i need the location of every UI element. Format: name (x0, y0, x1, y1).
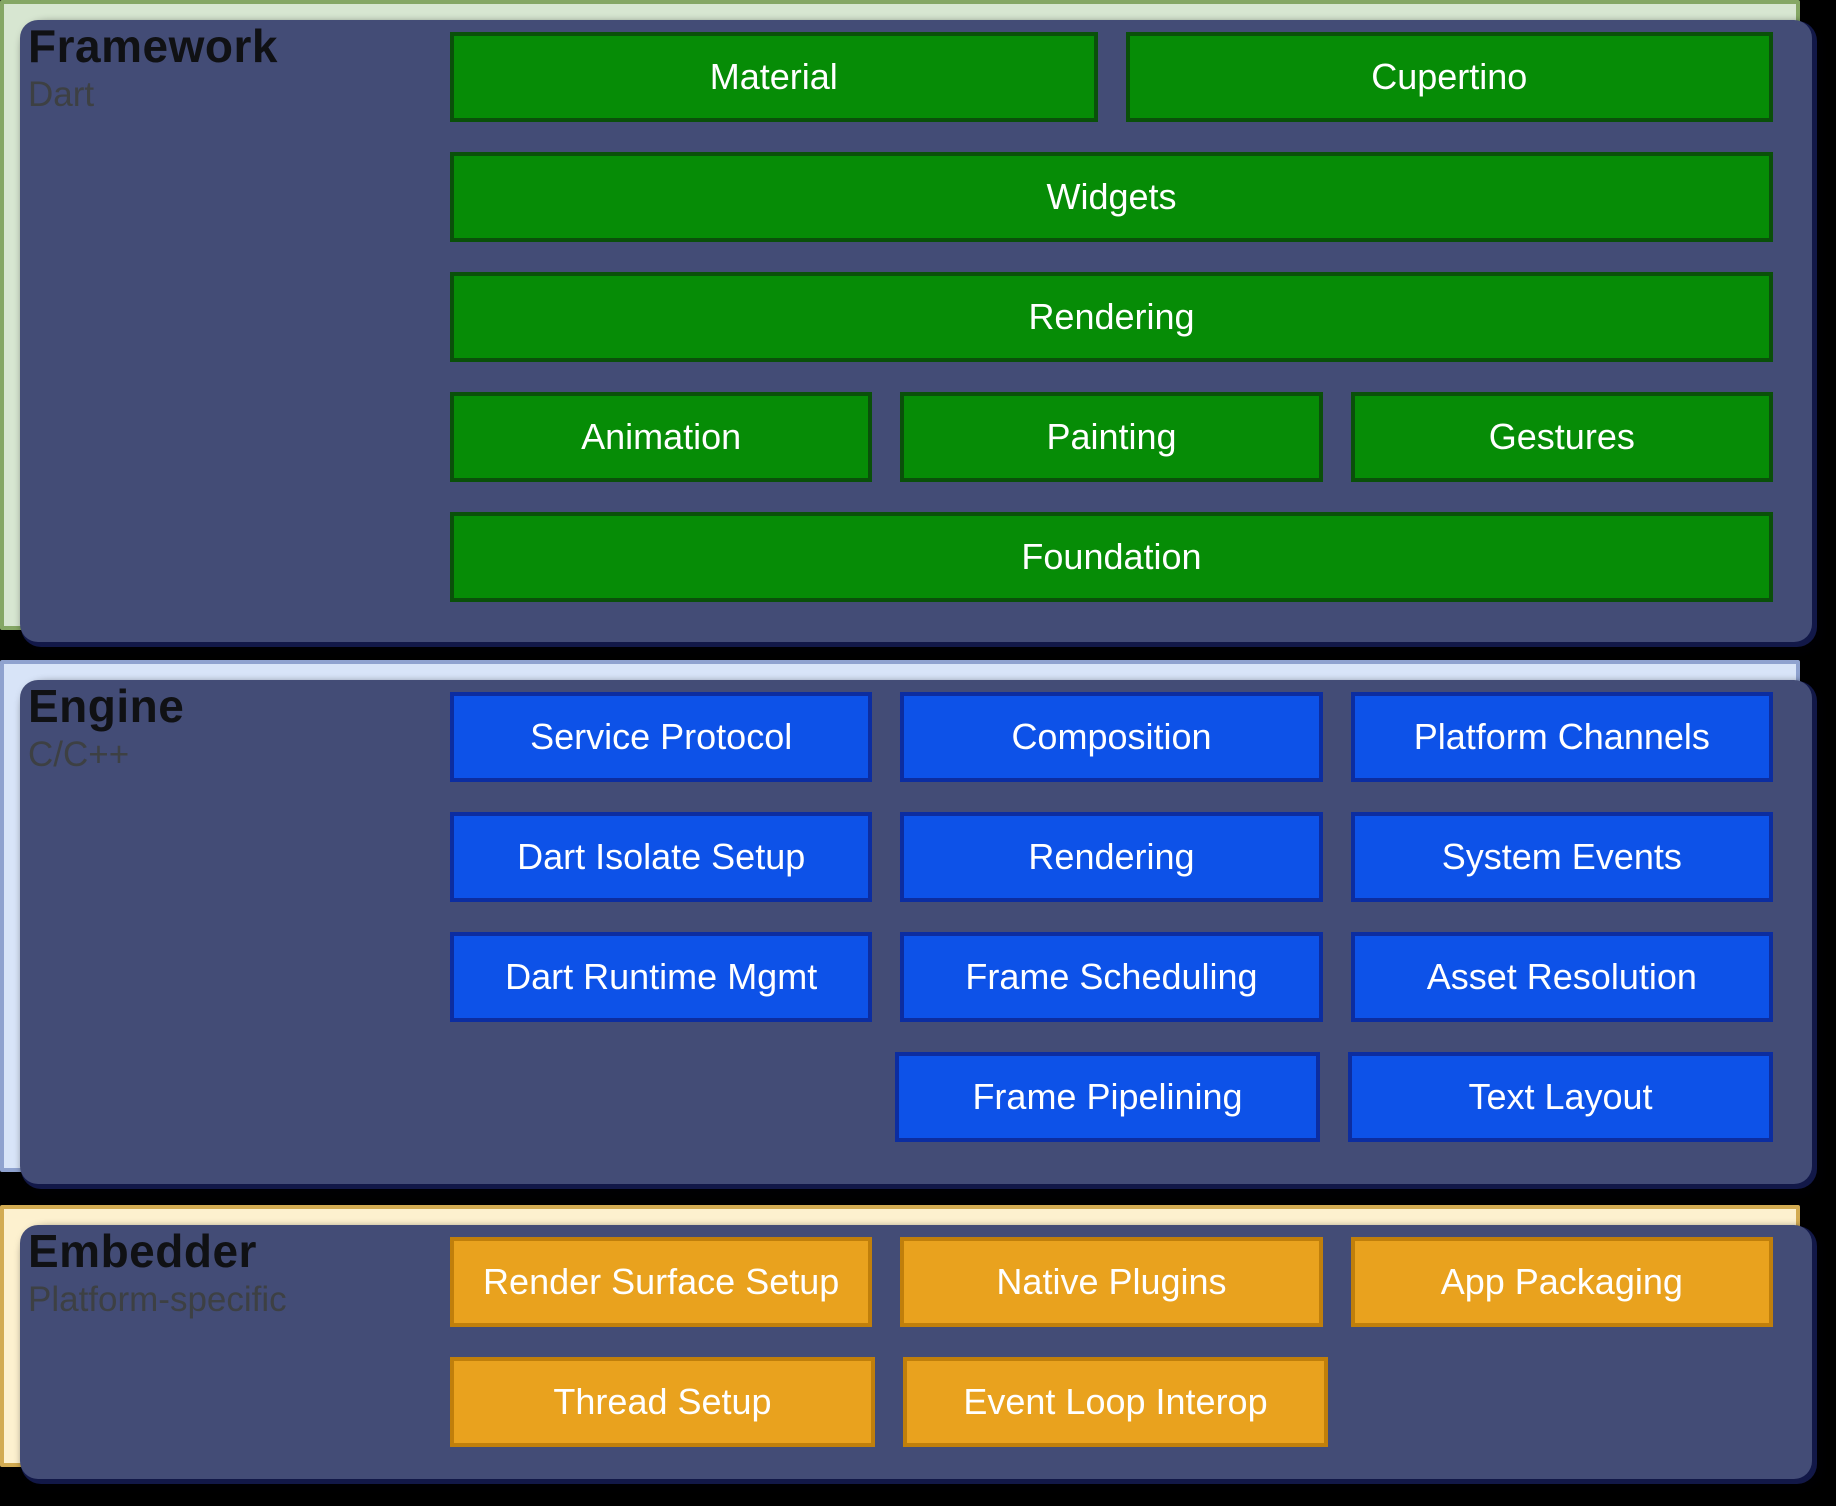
box-row: Render Surface Setup Native Plugins App Pa… (450, 1237, 1773, 1327)
layer-title: Embedder (28, 1225, 257, 1277)
box-row: Material Cupertino (450, 32, 1773, 122)
layer-subtitle: C/C++ (28, 734, 130, 774)
box-asset-resolution: Asset Resolution (1350, 932, 1773, 1022)
box-label: System Events (1441, 836, 1682, 877)
box-row: Widgets (450, 152, 1773, 242)
box-row: Rendering (450, 272, 1773, 362)
box-label: Dart Isolate Setup (517, 836, 806, 877)
box-label: Rendering (1028, 296, 1195, 337)
box-frame-pipelining: Frame Pipelining (895, 1052, 1320, 1142)
box-label: Platform Channels (1413, 716, 1710, 757)
box-platform-channels: Platform Channels (1350, 692, 1773, 782)
layer-title: Framework (28, 20, 278, 72)
box-cupertino: Cupertino (1125, 32, 1773, 122)
box-label: Cupertino (1371, 56, 1528, 97)
layer-title: Engine (28, 680, 185, 732)
layer-engine-boxes: Service Protocol Composition Platform Chan… (450, 692, 1773, 1142)
box-rendering: Rendering (900, 812, 1323, 902)
box-label: Animation (581, 416, 742, 457)
layer-embedder: Embedder Platform-specific Render Surfac… (0, 1205, 1812, 1479)
box-label: Frame Pipelining (972, 1076, 1243, 1117)
box-gestures: Gestures (1350, 392, 1773, 482)
box-render-surface-setup: Render Surface Setup (450, 1237, 873, 1327)
box-label: Dart Runtime Mgmt (505, 956, 818, 997)
box-native-plugins: Native Plugins (900, 1237, 1323, 1327)
box-row: Dart Isolate Setup Rendering System Events (450, 812, 1773, 902)
box-label: Gestures (1488, 416, 1635, 457)
box-painting: Painting (900, 392, 1323, 482)
box-label: Painting (1046, 416, 1177, 457)
box-label: Rendering (1028, 836, 1195, 877)
box-text-layout: Text Layout (1348, 1052, 1773, 1142)
box-event-loop-interop: Event Loop Interop (903, 1357, 1328, 1447)
box-composition: Composition (900, 692, 1323, 782)
layer-subtitle: Platform-specific (28, 1279, 287, 1319)
box-label: Native Plugins (996, 1261, 1227, 1302)
layer-embedder-heading: Embedder Platform-specific (28, 1225, 287, 1322)
box-label: Foundation (1021, 536, 1202, 577)
box-thread-setup: Thread Setup (450, 1357, 875, 1447)
box-row: Dart Runtime Mgmt Frame Scheduling Asset R… (450, 932, 1773, 1022)
box-animation: Animation (450, 392, 873, 482)
box-row: Animation Painting Gestures (450, 392, 1773, 482)
layer-engine: Engine C/C++ Service Protocol Composition… (0, 660, 1812, 1184)
box-label: Thread Setup (553, 1381, 772, 1422)
box-label: Frame Scheduling (965, 956, 1258, 997)
box-label: Event Loop Interop (963, 1381, 1268, 1422)
box-label: Widgets (1046, 176, 1177, 217)
box-label: Service Protocol (530, 716, 793, 757)
box-row: Thread Setup Event Loop Interop (450, 1357, 1773, 1447)
layer-subtitle: Dart (28, 74, 95, 114)
layer-engine-heading: Engine C/C++ (28, 680, 184, 777)
box-row: Foundation (450, 512, 1773, 602)
box-label: Text Layout (1468, 1076, 1653, 1117)
box-system-events: System Events (1350, 812, 1773, 902)
box-row: Frame Pipelining Text Layout (450, 1052, 1773, 1142)
box-material: Material (450, 32, 1098, 122)
box-label: Composition (1011, 716, 1212, 757)
box-frame-scheduling: Frame Scheduling (900, 932, 1323, 1022)
layer-framework-heading: Framework Dart (28, 20, 278, 117)
box-label: Material (709, 56, 838, 97)
box-app-packaging: App Packaging (1350, 1237, 1773, 1327)
layer-embedder-boxes: Render Surface Setup Native Plugins App Pa… (450, 1237, 1773, 1447)
box-dart-runtime-mgmt: Dart Runtime Mgmt (450, 932, 873, 1022)
box-label: Asset Resolution (1426, 956, 1697, 997)
box-rendering: Rendering (450, 272, 1773, 362)
box-label: App Packaging (1440, 1261, 1683, 1302)
box-widgets: Widgets (450, 152, 1773, 242)
box-label: Render Surface Setup (483, 1261, 840, 1302)
box-service-protocol: Service Protocol (450, 692, 873, 782)
box-row: Service Protocol Composition Platform Chan… (450, 692, 1773, 782)
box-foundation: Foundation (450, 512, 1773, 602)
box-dart-isolate-setup: Dart Isolate Setup (450, 812, 873, 902)
